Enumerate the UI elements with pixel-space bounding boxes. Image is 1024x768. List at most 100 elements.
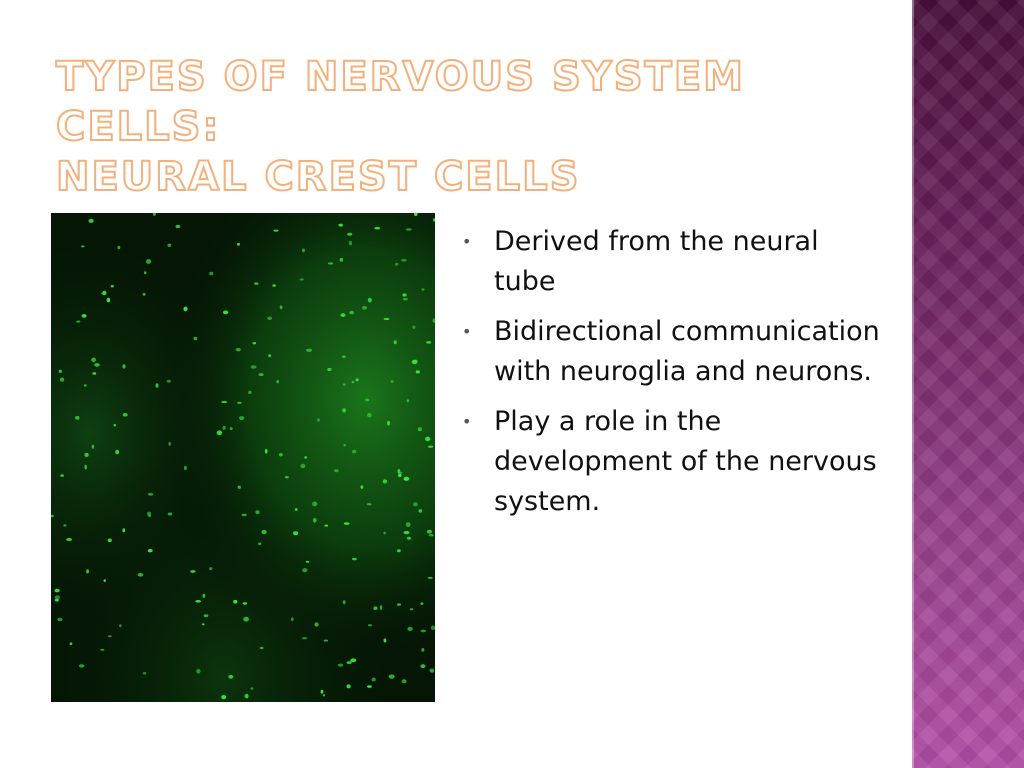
fluorescent-cell <box>402 293 407 297</box>
fluorescent-cell <box>428 534 434 537</box>
fluorescent-cell <box>401 259 407 262</box>
fluorescent-cell <box>261 529 267 535</box>
bullet-text: Derived from the neural tube <box>494 226 819 297</box>
fluorescent-cell <box>258 542 262 546</box>
fluorescent-cell <box>340 313 346 317</box>
fluorescent-cell <box>401 679 407 684</box>
fluorescent-cell <box>397 549 401 553</box>
fluorescent-cell <box>420 629 426 633</box>
fluorescent-cell <box>106 297 111 303</box>
fluorescent-cell <box>100 648 105 651</box>
fluorescent-cell <box>351 381 355 384</box>
fluorescent-cell <box>343 522 350 525</box>
fluorescent-cell <box>233 599 238 604</box>
fluorescent-cell <box>54 595 60 600</box>
fluorescent-cell <box>75 416 80 420</box>
fluorescent-cell <box>264 449 268 454</box>
fluorescent-cell <box>268 354 272 358</box>
fluorescent-cell <box>254 282 259 285</box>
fluorescent-cell <box>390 380 394 383</box>
fluorescent-cell <box>346 661 352 665</box>
fluorescent-cell <box>367 297 372 303</box>
fluorescent-cell <box>259 646 264 650</box>
fluorescent-cell <box>152 213 156 216</box>
fluorescent-cell <box>350 658 357 663</box>
fluorescent-cell <box>115 449 120 455</box>
fluorescent-cell <box>229 427 233 431</box>
fluorescent-cell <box>349 310 355 315</box>
fluorescent-cell <box>142 671 147 675</box>
fluorescent-cell <box>414 213 418 217</box>
fluorescent-cell <box>142 292 146 296</box>
bullet-list: • Derived from the neural tube • Bidirec… <box>462 222 882 532</box>
fluorescent-cell <box>284 476 289 479</box>
fluorescent-cell <box>348 240 352 246</box>
fluorescent-cell <box>250 365 257 369</box>
fluorescent-cell <box>107 538 112 543</box>
fluorescent-cell <box>302 568 308 573</box>
fluorescent-cell <box>426 529 432 534</box>
fluorescent-cell <box>147 549 153 553</box>
fluorescent-cell <box>248 390 252 394</box>
fluorescent-cell <box>102 290 107 296</box>
fluorescent-cell <box>94 363 100 367</box>
fluorescent-cell <box>328 262 334 265</box>
title-line-2: Neural Crest Cells <box>55 153 581 201</box>
fluorescent-cell <box>196 669 201 674</box>
fluorescent-cell <box>228 675 234 679</box>
fluorescent-cell <box>412 325 416 330</box>
fluorescent-cell <box>242 602 248 605</box>
fluorescent-cell <box>237 485 241 489</box>
fluorescent-cell <box>203 614 209 618</box>
fluorescent-cell <box>88 218 94 223</box>
fluorescent-cell <box>66 538 73 541</box>
fluorescent-cell <box>175 224 181 229</box>
fluorescent-cell <box>222 425 226 430</box>
fluorescent-cell <box>110 285 114 288</box>
fluorescent-cell <box>418 509 423 513</box>
fluorescent-cell <box>299 278 304 281</box>
fluorescent-cell <box>367 685 372 688</box>
fluorescent-cell <box>430 625 435 631</box>
fluorescent-cell <box>119 624 122 628</box>
fluorescent-cell <box>338 223 343 227</box>
fluorescent-cell <box>387 420 390 426</box>
fluorescent-cell <box>92 372 97 375</box>
fluorescent-cell <box>202 593 206 598</box>
bullet-item-development: • Play a role in the development of the … <box>462 402 882 522</box>
fluorescent-cell <box>342 383 346 386</box>
fluorescent-cell <box>241 513 247 517</box>
fluorescent-cell <box>420 602 424 605</box>
fluorescent-cell <box>60 474 64 477</box>
fluorescent-cell <box>427 445 434 448</box>
fluorescent-cell <box>367 412 372 418</box>
fluorescent-cell <box>103 579 106 582</box>
fluorescent-cell <box>421 648 425 652</box>
fluorescent-cell <box>243 616 250 622</box>
fluorescent-cell <box>117 245 121 250</box>
fluorescent-cell <box>137 573 144 577</box>
fluorescent-cell <box>337 663 344 667</box>
fluorescent-cell <box>342 355 346 358</box>
bullet-dot-icon: • <box>462 232 472 251</box>
fluorescent-cell <box>420 664 426 669</box>
fluorescent-cell <box>360 485 364 489</box>
fluorescent-cell <box>63 524 67 527</box>
fluorescent-cell <box>84 464 87 470</box>
fluorescent-cell <box>239 416 245 421</box>
fluorescent-cell <box>352 557 357 561</box>
fluorescent-cell <box>250 687 254 690</box>
fluorescent-cell <box>352 449 357 454</box>
fluorescent-cell <box>301 248 306 253</box>
fluorescent-cell <box>267 316 273 320</box>
fluorescent-cell <box>379 605 383 610</box>
fluorescent-cell <box>327 367 332 372</box>
fluorescent-cell <box>81 245 85 248</box>
fluorescent-cell <box>294 508 298 511</box>
fluorescent-cell <box>201 623 205 626</box>
fluorescent-cell <box>426 341 432 344</box>
fluorescent-cell <box>403 298 408 301</box>
bullet-text: Bidirectional communication with neurogl… <box>494 316 880 387</box>
bullet-text: Play a role in the development of the ne… <box>494 406 877 517</box>
